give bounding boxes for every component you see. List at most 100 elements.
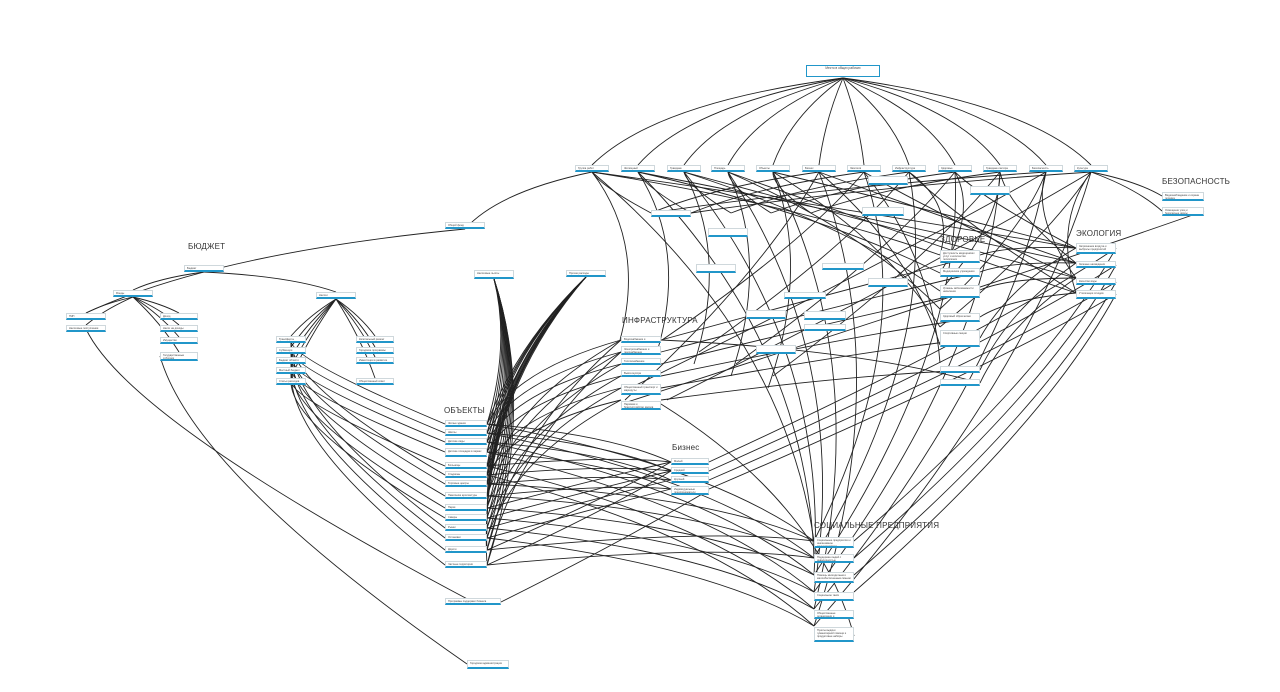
mid-node[interactable]	[868, 176, 908, 185]
budget-node[interactable]: Доход	[160, 313, 198, 320]
connector-line	[486, 535, 815, 551]
budget-node[interactable]: Имущество	[160, 337, 198, 344]
budget-right[interactable]: Трансферты	[276, 336, 306, 343]
security-node[interactable]: Видеонаблюдение и охрана порядка	[1162, 192, 1204, 201]
budget-right[interactable]: Субвенции	[276, 347, 306, 354]
ecology-node[interactable]: Загрязнение воздуха и выбросы предприяти…	[1076, 243, 1116, 254]
budget-left[interactable]: Налоговые поступления	[66, 325, 106, 332]
top-node[interactable]: Инфраструктура	[892, 165, 926, 172]
misc-node[interactable]: Общий фонд	[445, 222, 485, 229]
object-node[interactable]: Рынки	[445, 524, 487, 531]
infrastructure-node[interactable]: Вывоз мусора	[621, 370, 661, 377]
infrastructure-node[interactable]: Теплоснабжение	[621, 358, 661, 365]
object-node[interactable]: Парки	[445, 504, 487, 511]
misc-node[interactable]: Налоговые льготы	[474, 270, 514, 279]
connector-line	[772, 171, 941, 328]
mid-node[interactable]	[746, 310, 786, 319]
infrastructure-node[interactable]: Общественный транспорт и маршруты	[621, 384, 661, 395]
budget-node[interactable]: Программы поддержки бизнеса	[445, 598, 501, 605]
budget-node[interactable]: Государственные субсидии	[160, 352, 198, 361]
budget-node[interactable]: Фонды	[113, 290, 153, 297]
infrastructure-node[interactable]: Парковки и благоустройство дворов	[621, 401, 661, 410]
top-node[interactable]: Объекты	[756, 165, 790, 172]
infrastructure-node[interactable]: Электроснабжение и газоснабжение	[621, 346, 661, 355]
business-node[interactable]: Малый	[671, 458, 709, 465]
object-node[interactable]: Торговые центры	[445, 480, 487, 487]
top-node[interactable]: Площадь	[711, 165, 745, 172]
object-node[interactable]: Детские сады	[445, 438, 487, 445]
social-node[interactable]: Пункты выдачи гуманитарной помощи и прод…	[814, 627, 854, 642]
mid-node[interactable]	[804, 324, 846, 331]
top-node[interactable]: Экология	[847, 165, 881, 172]
budget-right[interactable]: Статьи расходов	[276, 378, 306, 385]
connector-line	[853, 264, 1117, 559]
connector-line	[853, 281, 1117, 576]
business-node[interactable]: Средний	[671, 467, 709, 474]
budget-left[interactable]: ГМП	[66, 313, 106, 320]
object-node[interactable]: Школы	[445, 429, 487, 436]
top-node[interactable]: Граждане сектора	[983, 165, 1017, 172]
budget-right[interactable]: Местный бюджет	[276, 367, 306, 374]
infrastructure-node[interactable]: Водоснабжение и канализация	[621, 336, 661, 343]
budget-right[interactable]: Капитальный ремонт	[356, 336, 394, 343]
health-node[interactable]: Спортивные секции	[940, 330, 980, 347]
top-node[interactable]: Группа работ	[575, 165, 609, 172]
business-node[interactable]: Индивидуальные предприниматели	[671, 486, 709, 495]
top-node[interactable]: Бизнес	[802, 165, 836, 172]
connector-line	[486, 399, 622, 539]
connector-line	[863, 171, 941, 364]
mid-node[interactable]	[804, 311, 846, 320]
object-node[interactable]: Стадионы	[445, 471, 487, 478]
health-node[interactable]	[940, 366, 980, 373]
ecology-node[interactable]: Зеленые насаждения	[1076, 261, 1116, 268]
health-node[interactable]	[940, 379, 980, 386]
object-node[interactable]: Частные территории	[445, 561, 487, 568]
budget-right[interactable]: Инвестиции в развитие	[356, 357, 394, 364]
top-node[interactable]: Безопасность	[1029, 165, 1063, 172]
health-node[interactable]: Уровень заболеваемости населения	[940, 285, 980, 298]
mid-node[interactable]	[756, 345, 796, 354]
ecology-node[interactable]: Качество воды	[1076, 278, 1116, 285]
social-node[interactable]: Социальное такси	[814, 592, 854, 601]
health-node[interactable]: Здоровый образ жизни	[940, 313, 980, 322]
security-node[interactable]: Освещение улиц и безопасные дворы	[1162, 207, 1204, 216]
top-node[interactable]: Граждане	[667, 165, 701, 172]
health-node[interactable]: Медицинские учреждения	[940, 268, 980, 277]
object-node[interactable]: Памятники архитектуры	[445, 492, 487, 499]
object-node[interactable]: Остановки	[445, 534, 487, 541]
object-node[interactable]: Скверы	[445, 514, 487, 521]
budget-node[interactable]: Налог на доходы физических лиц	[160, 325, 198, 332]
budget-right[interactable]: Бюджет области	[276, 357, 306, 364]
misc-node[interactable]: Городская администрация	[467, 660, 509, 669]
mid-node[interactable]	[696, 264, 736, 273]
mid-node[interactable]	[862, 207, 904, 216]
misc-node[interactable]: Прочие расходы	[566, 270, 606, 277]
budget-node[interactable]: Налоги	[316, 292, 356, 299]
mid-node[interactable]	[651, 210, 691, 217]
social-node[interactable]: Общественные организации и волонтерские …	[814, 610, 854, 619]
ecology-node[interactable]: Утилизация отходов	[1076, 290, 1116, 299]
object-node[interactable]: Детские площадки в парках	[445, 448, 487, 457]
top-node[interactable]: Жилищный	[621, 165, 655, 172]
mid-node[interactable]	[784, 292, 826, 299]
business-node[interactable]: Крупный	[671, 476, 709, 483]
top-node[interactable]: Здоровье	[938, 165, 972, 172]
object-node[interactable]: Жилые здания	[445, 420, 487, 427]
top-node[interactable]: Культура	[1074, 165, 1108, 172]
object-node[interactable]: Дороги	[445, 546, 487, 553]
connector-line	[486, 276, 587, 443]
object-node[interactable]: Больницы	[445, 462, 487, 469]
misc-node[interactable]: Общественный совет	[356, 378, 394, 385]
mid-node[interactable]	[708, 228, 748, 237]
budget-node[interactable]: Бюджет	[184, 265, 224, 272]
health-node[interactable]: Доступность медицинских услуг и количест…	[940, 250, 980, 263]
mid-node[interactable]	[868, 278, 908, 287]
budget-right[interactable]: Городские программы	[356, 347, 394, 354]
social-node[interactable]: Социальные предприятия и инклюзивное тру…	[814, 537, 854, 548]
connector-line	[813, 171, 884, 542]
mid-node[interactable]	[970, 186, 1010, 195]
root-node[interactable]: Место в общих рабочих	[806, 65, 880, 77]
mid-node[interactable]	[822, 263, 864, 270]
social-node[interactable]: Помощь многодетным и малообеспеченным се…	[814, 572, 854, 583]
social-node[interactable]: Поддержка людей с инвалидностью	[814, 554, 854, 563]
